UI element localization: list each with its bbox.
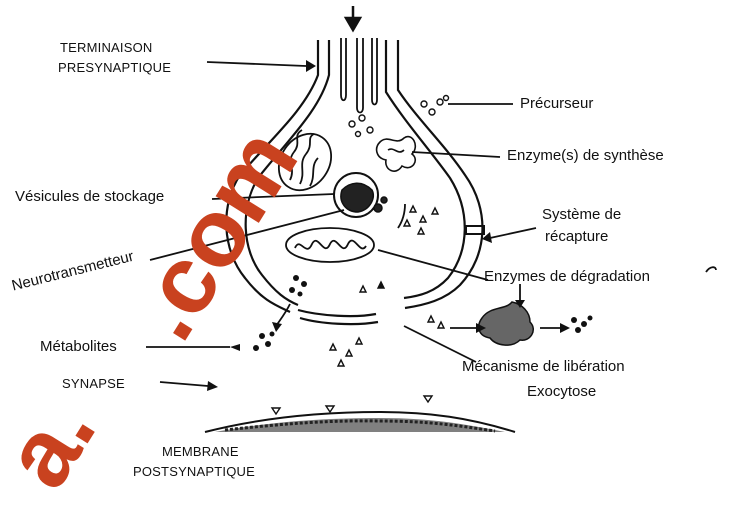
metabolite-dots — [253, 275, 593, 351]
mitochondrion-lower — [286, 228, 374, 262]
label-synapse: SYNAPSE — [62, 376, 125, 391]
label-presynaptique: PRESYNAPTIQUE — [58, 60, 171, 75]
axon-microtubules — [341, 38, 377, 113]
presynaptic-membrane — [298, 310, 378, 324]
label-terminaison: TERMINAISON — [60, 40, 152, 55]
synthesis-enzyme — [377, 137, 416, 172]
label-vesicules: Vésicules de stockage — [15, 188, 164, 205]
label-exocytose: Exocytose — [527, 383, 596, 400]
input-arrow — [346, 6, 360, 30]
label-postsynaptique: POSTSYNAPTIQUE — [133, 464, 255, 479]
label-precurseur: Précurseur — [520, 95, 593, 112]
end-mark — [706, 267, 716, 272]
label-enzymes-synthese: Enzyme(s) de synthèse — [507, 147, 664, 164]
label-membrane: MEMBRANE — [162, 444, 239, 459]
label-systeme: Système de — [542, 206, 621, 223]
degradation-enzyme — [479, 302, 534, 345]
label-mecanisme: Mécanisme de libération — [462, 358, 625, 375]
label-metabolites: Métabolites — [40, 338, 117, 355]
postsynaptic-membrane — [205, 412, 515, 432]
neurotransmitter-molecules — [272, 96, 449, 415]
label-enzymes-degradation: Enzymes de dégradation — [484, 268, 650, 285]
label-recapture: récapture — [545, 228, 608, 245]
